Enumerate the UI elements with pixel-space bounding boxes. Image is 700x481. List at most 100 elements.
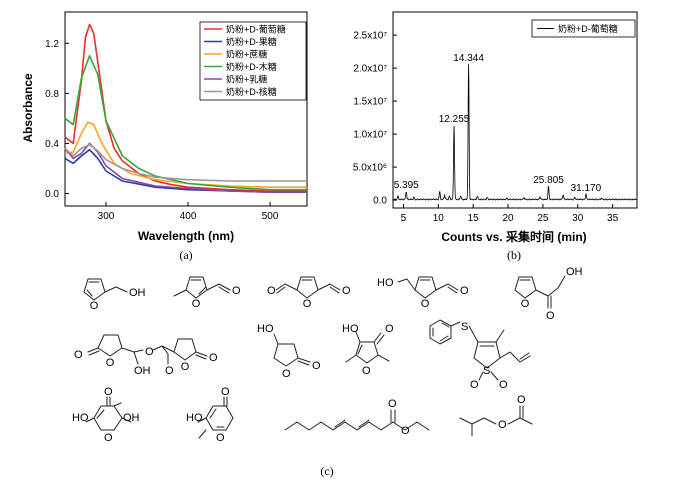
panel-b-y-tick-label: 2.0x10⁷: [353, 64, 387, 75]
panel-a-y-tick-label: 0.8: [45, 89, 59, 100]
atom-o: O: [74, 349, 83, 361]
panel-a-legend-label-4: 奶粉+乳糖: [226, 74, 267, 85]
atom-o: O: [421, 298, 430, 310]
panel-a-label: (a): [179, 248, 192, 262]
panel-b-x-tick-label: 30: [572, 213, 584, 224]
atom-o: O: [401, 425, 410, 437]
panel-a-legend-label-0: 奶粉+D-葡萄糖: [226, 24, 286, 35]
panel-b-x-tick-label: 20: [502, 213, 514, 224]
atom-o: O: [216, 432, 225, 444]
panel-b-x-tick-label: 10: [433, 213, 445, 224]
panel-b-x-tick-label: 35: [607, 213, 619, 224]
atom-oh: OH: [134, 365, 151, 377]
panel-b-peak-label: 31.170: [571, 183, 602, 194]
atom-s: S: [483, 365, 490, 377]
atom-o: O: [145, 346, 154, 358]
structure-hydroxymethylfurfural: O HO O: [377, 276, 469, 310]
atom-s: S: [461, 321, 468, 333]
atom-o: O: [106, 357, 115, 369]
panel-a-legend-label-3: 奶粉+D-木糖: [226, 61, 277, 72]
atom-oh: OH: [123, 412, 140, 424]
panel-b-trace-line: [392, 63, 638, 201]
atom-o: O: [90, 300, 99, 312]
atom-oh: OH: [129, 287, 146, 299]
panel-b-peak-label: 14.344: [453, 53, 484, 64]
atom-o: O: [209, 352, 218, 364]
panel-a-legend-label-5: 奶粉+D-核糖: [226, 86, 277, 97]
panel-a-series-line-0: [64, 23, 307, 192]
atom-o: O: [388, 398, 397, 410]
atom-o: O: [470, 379, 479, 391]
structure-bis-lactone-acetal: O O O OH O O O: [74, 334, 218, 377]
panel-a-plot-frame: [64, 11, 308, 207]
atom-o: O: [104, 386, 113, 398]
structure-dihydro-pyranone: O HO OH O: [72, 386, 140, 444]
atom-o: O: [181, 361, 190, 373]
atom-o: O: [546, 310, 555, 322]
atom-o: O: [521, 298, 530, 310]
structure-isobutyl-acetate: O O: [459, 394, 533, 437]
panel-a-legend-label-1: 奶粉+D-果糖: [226, 36, 277, 47]
panel-b-y-tick-label: 5.0x10⁶: [353, 163, 387, 174]
atom-o: O: [498, 419, 507, 431]
panel-b-peak-label: 5.395: [394, 180, 419, 191]
panel-c-structures: O OH O O O O O: [72, 266, 583, 478]
atom-ho: HO: [186, 412, 203, 424]
panel-b-x-tick-label: 25: [537, 213, 549, 224]
panel-b-y-tick-label: 2.5x10⁷: [353, 31, 387, 42]
panel-a-x-tick-label: 400: [180, 211, 197, 222]
atom-ho: HO: [342, 323, 359, 335]
panel-b-peak-labels: 5.395 12.255 14.344 25.805 31.170: [394, 53, 602, 194]
atom-o: O: [282, 368, 291, 380]
atom-o: O: [342, 285, 351, 297]
panel-b-x-axis-title: Counts vs. 采集时间 (min): [441, 229, 586, 244]
structure-furandicarboxaldehyde: O O O: [267, 276, 351, 310]
panel-b-label: (b): [507, 248, 521, 262]
panel-a-y-axis-title: Absorbance: [21, 73, 35, 143]
panel-b-legend-box: [531, 19, 636, 38]
panel-b-x-tick-label: 15: [468, 213, 480, 224]
panel-a-y-tick-label: 0.4: [45, 139, 59, 150]
atom-o: O: [192, 298, 201, 310]
panel-b-plot-frame: [392, 11, 638, 209]
structure-hydroxy-dimethylfuranone: HO O O: [342, 323, 394, 377]
panel-b-y-tick-label: 0.0: [373, 196, 387, 207]
atom-ho: HO: [72, 412, 89, 424]
structure-hydroxybutyrolactone: HO O O: [257, 323, 321, 380]
panel-a-series-line-4: [64, 142, 307, 193]
panel-a-legend-label-2: 奶粉+蔗糖: [226, 49, 267, 60]
atom-o: O: [267, 285, 276, 297]
atom-o: O: [362, 365, 371, 377]
atom-o: O: [312, 360, 321, 372]
panel-a-series-line-3: [64, 55, 307, 191]
atom-o: O: [221, 386, 230, 398]
panel-a-x-tick-label: 300: [98, 211, 115, 222]
panel-a-legend-box: [199, 21, 307, 101]
atom-o: O: [232, 285, 241, 297]
atom-o: O: [385, 323, 394, 335]
atom-ho: HO: [257, 323, 274, 335]
atom-o: O: [460, 285, 469, 297]
panel-b-legend-label: 奶粉+D-葡萄糖: [558, 23, 618, 34]
panel-b-legend: 奶粉+D-葡萄糖: [531, 19, 636, 38]
atom-oh: OH: [566, 266, 583, 278]
panel-b-peak-label: 12.255: [439, 114, 470, 125]
panel-b-peak-label: 25.805: [533, 175, 564, 186]
panel-c-label: (c): [320, 464, 333, 478]
panel-a-series-group: [64, 23, 307, 193]
atom-o: O: [104, 432, 113, 444]
structure-maltol: O HO O: [186, 386, 234, 444]
panel-a-series-line-5: [64, 143, 307, 182]
panel-a-x-tick-label: 500: [262, 211, 279, 222]
atom-ho: HO: [377, 277, 394, 289]
atom-o: O: [499, 379, 508, 391]
structure-ethyl-decadienoate: O O: [284, 398, 430, 437]
panel-a-series-line-1: [64, 148, 307, 193]
panel-b-x-tick-label: 5: [401, 213, 407, 224]
structure-furyl-hydroxyethanone: O O OH: [514, 266, 583, 322]
